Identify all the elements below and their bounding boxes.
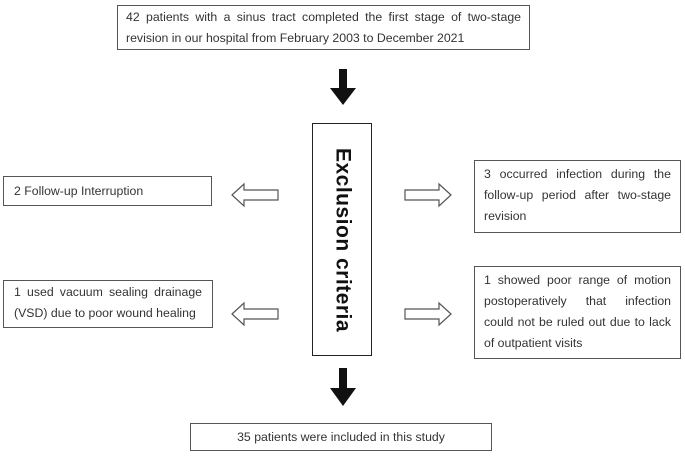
solid-down-arrow-top [330,69,356,105]
left-box-2-text: 1 used vacuum sealing drainage (VSD) due… [14,285,202,320]
exclusion-criteria-box: Exclusion criteria [312,123,372,356]
hollow-left-arrow-1 [231,182,279,208]
bottom-box-text: 35 patients were included in this study [237,430,445,444]
hollow-left-arrow-2 [231,301,279,327]
top-box-text: 42 patients with a sinus tract completed… [126,10,521,45]
solid-down-arrow-bottom [330,368,356,406]
right-box-1-text: 3 occurred infection during the follow-u… [484,167,671,223]
right-box-2-text: 1 showed poor range of motion postoperat… [484,273,671,350]
top-box-patients-completed: 42 patients with a sinus tract completed… [117,5,530,50]
left-box-1-text: 2 Follow-up Interruption [14,184,144,198]
exclusion-criteria-label: Exclusion criteria [331,147,355,333]
left-box-follow-up-interruption: 2 Follow-up Interruption [3,176,212,206]
bottom-box-included-patients: 35 patients were included in this study [190,423,492,451]
hollow-right-arrow-2 [404,301,452,327]
right-box-poor-range-of-motion: 1 showed poor range of motion postoperat… [474,266,681,359]
left-box-vsd: 1 used vacuum sealing drainage (VSD) due… [3,280,213,328]
hollow-right-arrow-1 [404,182,452,208]
right-box-infection-follow-up: 3 occurred infection during the follow-u… [474,160,681,233]
